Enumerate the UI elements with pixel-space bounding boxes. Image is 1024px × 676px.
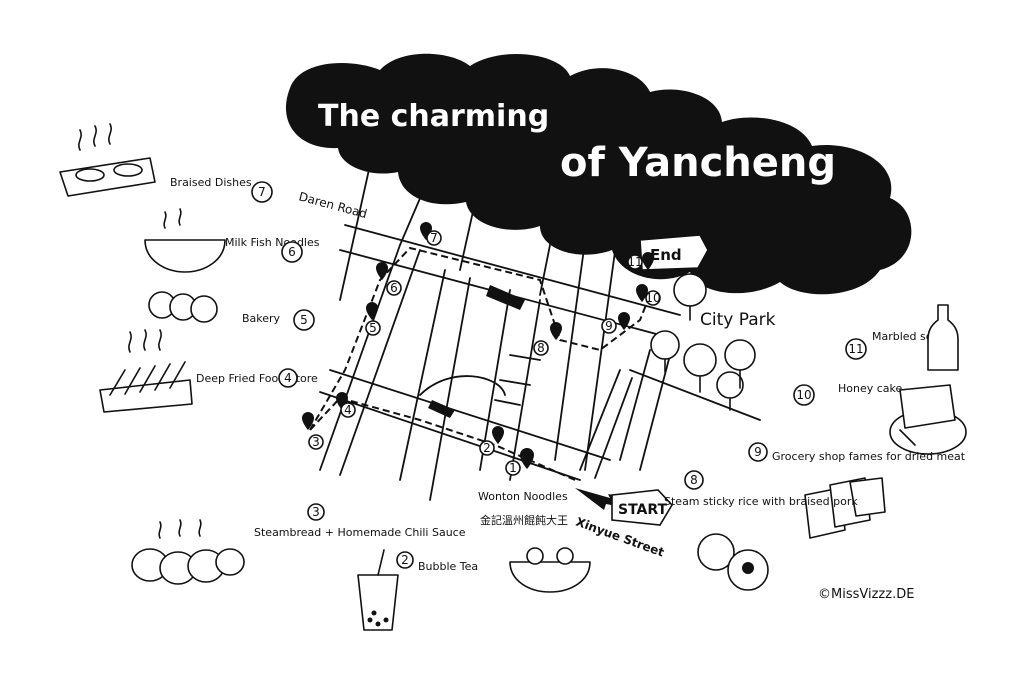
start-marker: START — [575, 488, 673, 526]
legend-stop-7: Braised Dishes 7 — [59, 123, 273, 203]
sticky-rice-icon — [697, 533, 735, 571]
legend-num-11: 11 — [848, 342, 863, 356]
map-num-10: 10 — [645, 291, 660, 305]
legend-stop-11: 11 Marbled soda — [845, 304, 959, 371]
wonton-bowl-icon — [509, 561, 591, 593]
legend-stop-4: Deep Fried Food Store 4 — [99, 329, 318, 413]
legend-label-9: Grocery shop fames for dried meat — [772, 450, 966, 463]
pin-10 — [636, 284, 648, 302]
honey-cake-icon — [899, 384, 956, 429]
pin-3 — [302, 412, 314, 430]
legend-num-9: 9 — [754, 445, 762, 459]
legend-stop-10: 10 Honey cake — [793, 382, 967, 455]
legend-num-7: 7 — [258, 185, 266, 199]
map-stop-numbers: 1 2 3 4 5 6 7 8 9 10 11 — [308, 230, 661, 476]
legend-stop-3: 3 Steambread + Homemade Chili Sauce — [131, 503, 466, 585]
legend-label-4: Deep Fried Food Store — [196, 372, 318, 385]
legend-label-5: Bakery — [242, 312, 281, 325]
legend-label-1: Wonton Noodles — [478, 490, 568, 503]
legend-stop-5: Bakery 5 — [148, 291, 315, 331]
legend-stop-2: 2 Bubble Tea — [357, 549, 478, 631]
pin-6 — [376, 262, 388, 280]
legend-stop-8: 8 Steam sticky rice with braised pork — [664, 470, 858, 591]
pin-9 — [618, 312, 630, 330]
legend-label-2: Bubble Tea — [418, 560, 478, 573]
map-num-7: 7 — [430, 231, 438, 245]
pin-1 — [520, 448, 534, 469]
braised-dishes-icon — [59, 157, 156, 197]
street-daren-road: Daren Road — [297, 189, 368, 221]
map-num-8: 8 — [537, 341, 545, 355]
legend-num-3: 3 — [312, 505, 320, 519]
bubble-tea-icon — [357, 574, 399, 631]
pin-8 — [550, 322, 562, 340]
fried-food-icon — [99, 379, 193, 413]
legend-label-7: Braised Dishes — [170, 176, 252, 189]
end-marker: End — [639, 234, 709, 271]
legend-label-8: Steam sticky rice with braised pork — [664, 495, 858, 508]
map-num-3: 3 — [312, 435, 320, 449]
legend-num-8: 8 — [690, 473, 698, 487]
soda-bottle-icon — [927, 304, 959, 371]
legend-num-10: 10 — [796, 388, 811, 402]
city-park-trees — [650, 273, 756, 411]
pin-5 — [366, 302, 378, 320]
legend-stop-9: 9 Grocery shop fames for dried meat — [748, 442, 966, 539]
legend-label-10: Honey cake — [838, 382, 903, 395]
noodle-bowl-icon — [144, 239, 226, 273]
legend-sublabel-1: 金記溫州餛飩大王 — [480, 513, 568, 527]
legend-num-2: 2 — [401, 553, 409, 567]
title-line1: The charming — [318, 99, 549, 134]
map-num-9: 9 — [605, 319, 613, 333]
city-park-label: City Park — [700, 310, 776, 330]
legend-num-5: 5 — [300, 313, 308, 327]
legend-num-6: 6 — [288, 245, 296, 259]
credit-text: ©MissVizzz.DE — [818, 587, 914, 602]
legend-label-3: Steambread + Homemade Chili Sauce — [254, 526, 466, 539]
end-label: End — [650, 246, 682, 264]
street-grid — [319, 164, 761, 501]
map-num-4: 4 — [344, 403, 352, 417]
map-num-1: 1 — [509, 461, 517, 475]
pin-2 — [492, 426, 504, 444]
map-num-11: 11 — [627, 255, 642, 269]
map-num-5: 5 — [369, 321, 377, 335]
map-num-6: 6 — [390, 281, 398, 295]
title-line2: of Yancheng — [560, 140, 836, 186]
pin-11 — [642, 252, 654, 270]
legend-label-6: Milk Fish Noodles — [225, 236, 320, 249]
legend-num-4: 4 — [284, 371, 292, 385]
start-label: START — [618, 502, 668, 518]
map-num-2: 2 — [483, 441, 491, 455]
legend-stop-1: Wonton Noodles 金記溫州餛飩大王 — [478, 490, 591, 593]
legend-stop-6: Milk Fish Noodles 6 — [144, 208, 320, 273]
title-cloud: The charming of Yancheng — [285, 53, 912, 295]
